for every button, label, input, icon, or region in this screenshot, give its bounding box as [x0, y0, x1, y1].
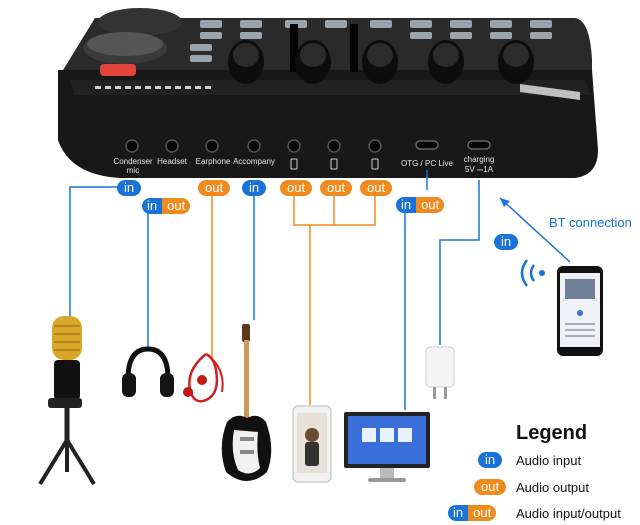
port-label-earphone: Earphone — [195, 157, 231, 166]
line-charging — [439, 180, 480, 345]
condenser-mic-icon — [38, 316, 96, 486]
line-headset — [147, 209, 172, 350]
port-label-charging-spec: 5V ⎓1A — [464, 165, 494, 174]
port-label-otg: OTG / PC Live — [400, 159, 453, 168]
legend-text-in: Audio input — [516, 453, 582, 468]
tag-out-earphone: out — [198, 180, 231, 196]
legend-tag-in: in — [478, 452, 503, 468]
legend-text-inout: Audio input/output — [516, 506, 621, 521]
tag-inout-headset-out: out — [162, 198, 191, 214]
legend-title: Legend — [516, 422, 588, 444]
tag-in-accompany: in — [242, 180, 267, 196]
port-label-accompany: Accompany — [233, 157, 275, 166]
smartphone-icon — [292, 405, 332, 483]
line-phone-out — [293, 195, 376, 405]
legend-tag-inout-in: in — [448, 505, 469, 521]
headset-icon — [122, 346, 174, 397]
guitar-icon — [221, 324, 272, 481]
tag-out-1: out — [280, 180, 313, 196]
tag-out-3: out — [360, 180, 393, 196]
tag-in-bt: in — [494, 234, 519, 250]
computer-monitor-icon — [344, 412, 430, 482]
wireless-signal-icon — [520, 259, 545, 287]
port-label-condenser-mic: Condenser mic — [113, 157, 153, 175]
port-label-headset: Headset — [157, 157, 187, 166]
port-label-charging: charging — [463, 155, 495, 164]
legend-tag-out: out — [474, 479, 507, 495]
bt-arrow-head — [500, 198, 510, 207]
earphone-icon — [183, 352, 224, 403]
tag-inout-headset-in: in — [142, 198, 163, 214]
bt-arrow-line — [499, 197, 571, 263]
legend-text-out: Audio output — [516, 480, 590, 495]
tag-in-mic: in — [117, 180, 142, 196]
tag-inout-otg-out: out — [416, 197, 445, 213]
sound-card-device — [58, 8, 598, 178]
power-adapter-icon — [425, 346, 455, 399]
legend-tag-inout-out: out — [468, 505, 497, 521]
bluetooth-phone-icon — [557, 266, 603, 356]
bt-connection-label: BT connection — [549, 215, 632, 230]
tag-out-2: out — [320, 180, 353, 196]
line-mic — [69, 186, 132, 325]
line-otg — [404, 170, 428, 410]
tag-inout-otg-in: in — [396, 197, 417, 213]
